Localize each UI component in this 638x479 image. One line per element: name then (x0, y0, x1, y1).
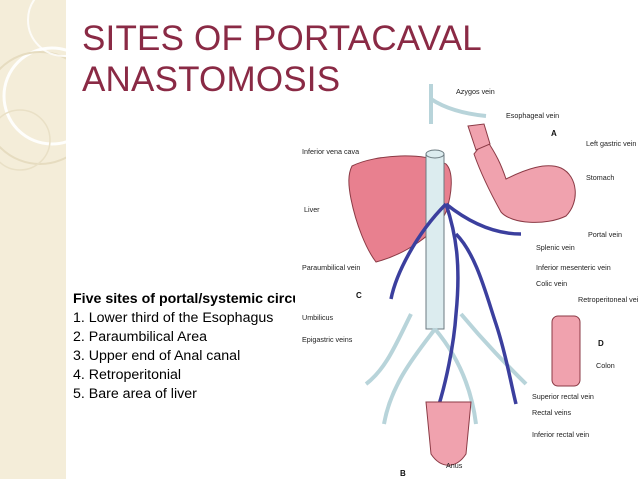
colic-label: Colic vein (536, 279, 567, 288)
c-label: C (356, 291, 362, 300)
paraumbilical-label: Paraumbilical vein (302, 263, 360, 272)
stomach-label: Stomach (586, 173, 614, 182)
ivc-shape (425, 153, 445, 330)
esophageal-label: Esophageal vein (506, 111, 559, 120)
stomach-shape (473, 138, 576, 223)
systemic-veins (364, 84, 528, 425)
superior-rectal-label: Superior rectal vein (532, 392, 594, 401)
decorative-circles (0, 0, 66, 171)
colon-shape (551, 315, 581, 387)
portacaval-diagram: Azygos vein Esophageal vein Inferior ven… (302, 84, 638, 478)
splenic-label: Splenic vein (536, 243, 575, 252)
liver-label: Liver (304, 205, 320, 214)
inferior-rectal-label: Inferior rectal vein (532, 430, 589, 439)
decorative-sidebar (0, 0, 66, 479)
list-item: 2. Paraumbilical Area (73, 329, 208, 345)
esophagus-shape (467, 123, 491, 151)
colon-label: Colon (596, 361, 615, 370)
azygos-label: Azygos vein (456, 87, 495, 96)
sites-list-box: Five sites of portal/systemic circulatio… (73, 290, 295, 404)
portal-label: Portal vein (588, 230, 622, 239)
d-label: D (598, 339, 604, 348)
anus-label: Anus (446, 461, 463, 470)
portal-veins (389, 202, 522, 415)
rectum-shape (425, 401, 472, 466)
title-line-2: ANASTOMOSIS (82, 60, 341, 99)
list-item: 5. Bare area of liver (73, 386, 197, 402)
list-heading: Five sites of portal/systemic circulatio… (73, 290, 295, 309)
left-gastric-label: Left gastric vein (586, 139, 636, 148)
list-item: 3. Upper end of Anal canal (73, 348, 241, 364)
page-title: SITES OF PORTACAVAL ANASTOMOSIS (82, 18, 482, 100)
a-label: A (551, 129, 557, 138)
retroperitoneal-label: Retroperitoneal veins (578, 295, 638, 304)
epigastric-label: Epigastric veins (302, 335, 353, 344)
inf-mesenteric-label: Inferior mesenteric vein (536, 263, 611, 272)
list-heading-text: Five sites of portal/systemic circulatio… (73, 291, 295, 307)
title-line-1: SITES OF PORTACAVAL (82, 19, 482, 58)
umbilicus-label: Umbilicus (302, 313, 334, 322)
sites-list: 1. Lower third of the Esophagus 2. Parau… (73, 309, 295, 404)
b-label: B (400, 469, 406, 478)
rectal-label: Rectal veins (532, 408, 572, 417)
list-item: 1. Lower third of the Esophagus (73, 310, 274, 326)
ivc-label: Inferior vena cava (302, 147, 359, 156)
list-item: 4. Retroperitonial (73, 367, 182, 383)
